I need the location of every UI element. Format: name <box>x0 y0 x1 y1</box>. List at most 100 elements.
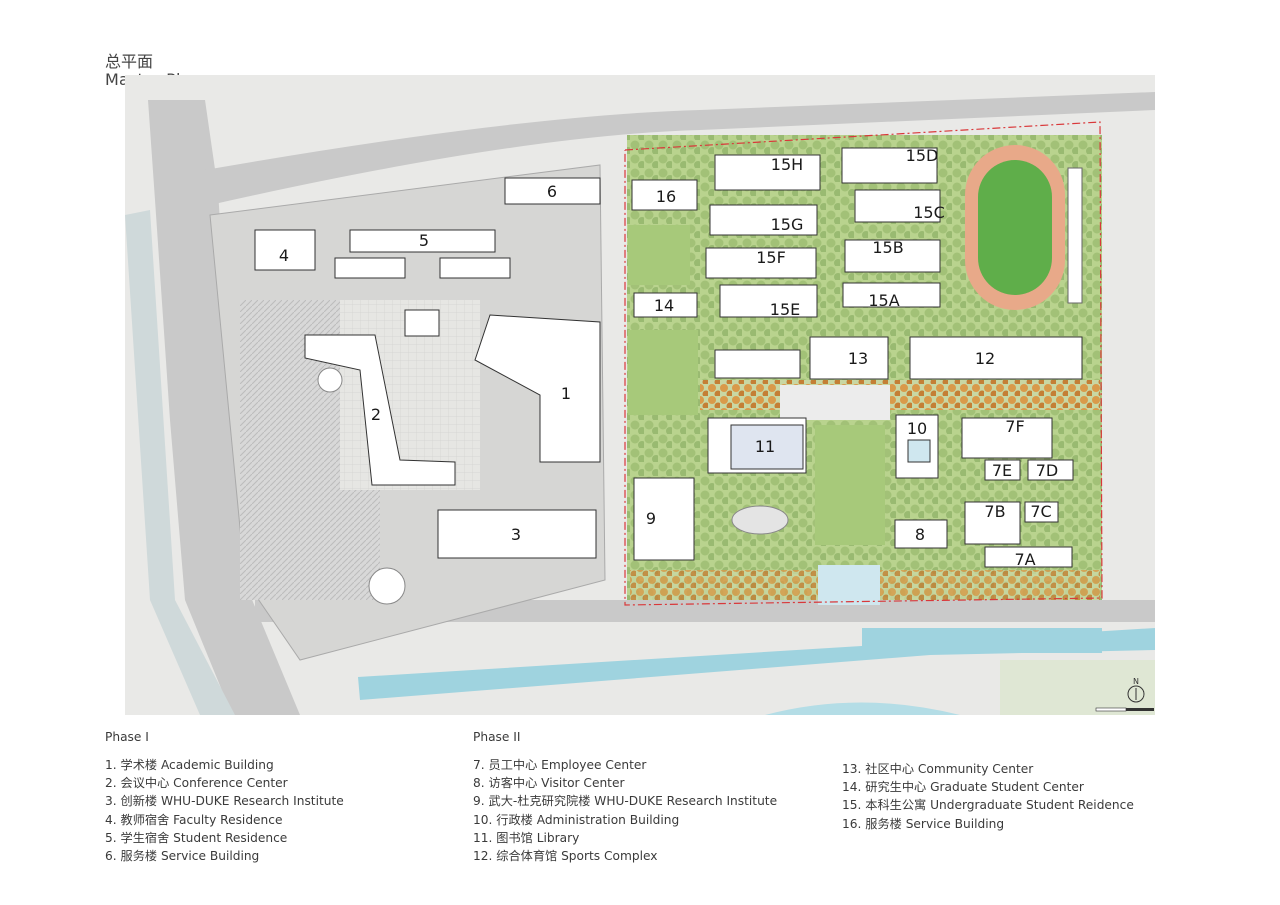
central-lawn <box>815 425 885 545</box>
legend-item: 9. 武大-杜克研究院楼 WHU-DUKE Research Institute <box>473 794 778 809</box>
legend-item: 6. 服务楼 Service Building <box>105 848 260 863</box>
legend-item: 11. 图书馆 Library <box>473 830 580 845</box>
legend-item: 8. 访客中心 Visitor Center <box>473 776 625 791</box>
building-5[interactable] <box>349 229 496 253</box>
pond <box>765 702 960 715</box>
building-15a[interactable] <box>842 282 941 308</box>
west-channel <box>125 210 235 715</box>
building-15c[interactable] <box>854 189 941 223</box>
scale-bar-icon <box>1095 707 1154 712</box>
central-plaza <box>780 385 890 420</box>
label-building-2: 2 <box>371 405 381 424</box>
building-2[interactable] <box>304 334 456 486</box>
building-15b[interactable] <box>844 239 941 273</box>
building-7d[interactable] <box>1027 459 1074 481</box>
label-building-15c: 15C <box>913 203 945 222</box>
building-14[interactable] <box>633 292 698 318</box>
football-field <box>978 160 1052 295</box>
label-building-4: 4 <box>279 246 289 265</box>
building-4[interactable] <box>254 229 316 271</box>
legend-item: 2. 会议中心 Conference Center <box>105 776 288 791</box>
legend-item: 15. 本科生公寓 Undergraduate Student Reidence <box>842 798 1134 813</box>
label-building-15g: 15G <box>771 215 804 234</box>
grandstand <box>1067 167 1083 304</box>
building-1[interactable] <box>474 314 601 463</box>
southeast-green <box>1000 660 1155 715</box>
legend-phase2: Phase II 7. 员工中心 Employee Center 8. 访客中心… <box>473 730 777 865</box>
label-building-12: 12 <box>975 349 995 368</box>
legend-phase1: Phase I 1. 学术楼 Academic Building 2. 会议中心… <box>105 730 344 865</box>
label-building-15h: 15H <box>771 155 803 174</box>
roundabout <box>368 567 406 605</box>
small-roundabout <box>317 367 343 393</box>
entrance-plaza <box>818 565 880 605</box>
legend-item: 4. 教师宿舍 Faculty Residence <box>105 812 283 827</box>
label-building-5: 5 <box>419 231 429 250</box>
north-road <box>205 92 1155 205</box>
building-5-wing-a <box>334 257 406 279</box>
label-building-11: 11 <box>755 437 775 456</box>
building-6[interactable] <box>504 177 601 205</box>
building-12[interactable] <box>909 336 1083 380</box>
building-7b[interactable] <box>964 501 1021 545</box>
legend-item: 12. 综合体育馆 Sports Complex <box>473 848 658 863</box>
oval-feature <box>731 505 789 535</box>
label-building-14: 14 <box>654 296 674 315</box>
legend-item: 16. 服务楼 Service Building <box>842 816 1005 831</box>
lawn-west <box>628 330 698 415</box>
building-13[interactable] <box>809 336 889 380</box>
label-building-15e: 15E <box>770 300 800 319</box>
building-3[interactable] <box>437 509 597 559</box>
building-15e[interactable] <box>719 284 818 318</box>
building-15f[interactable] <box>705 247 817 279</box>
label-building-3: 3 <box>511 525 521 544</box>
library-atrium <box>730 424 804 470</box>
building-7a[interactable] <box>984 546 1073 568</box>
legend-item: 7. 员工中心 Employee Center <box>473 758 647 772</box>
admin-courtyard <box>907 439 931 463</box>
building-15g[interactable] <box>709 204 818 236</box>
label-building-7d: 7D <box>1036 461 1059 480</box>
label-building-7b: 7B <box>984 502 1005 521</box>
building-9[interactable] <box>633 477 695 561</box>
label-building-15f: 15F <box>756 248 786 267</box>
label-building-15d: 15D <box>906 146 939 165</box>
legend-item: 13. 社区中心 Community Center <box>842 762 1034 776</box>
label-building-7f: 7F <box>1005 417 1024 436</box>
building-5-wing-b <box>439 257 511 279</box>
title-chinese: 总平面 <box>105 52 154 71</box>
legend-item: 14. 研究生中心 Graduate Student Center <box>842 780 1084 795</box>
legend-phase2-title: Phase II <box>473 730 521 744</box>
building-16[interactable] <box>631 179 698 211</box>
building-8[interactable] <box>894 519 948 549</box>
building-15h[interactable] <box>714 154 821 191</box>
label-building-15a: 15A <box>868 291 899 310</box>
autumn-tree-row <box>700 380 1100 410</box>
building-13-wing <box>714 349 801 379</box>
label-building-7c: 7C <box>1030 502 1051 521</box>
legend-item: 3. 创新楼 WHU-DUKE Research Institute <box>105 794 344 809</box>
legend-phase1-title: Phase I <box>105 730 149 744</box>
label-building-16: 16 <box>656 187 676 206</box>
legend-item: 5. 学生宿舍 Student Residence <box>105 830 288 845</box>
label-building-1: 1 <box>561 384 571 403</box>
building-15d[interactable] <box>841 147 938 184</box>
building-7c[interactable] <box>1024 501 1059 523</box>
label-building-9: 9 <box>646 509 656 528</box>
label-building-10: 10 <box>907 419 927 438</box>
building-7e[interactable] <box>984 459 1021 481</box>
building-7f[interactable] <box>961 417 1053 459</box>
legend-item: 1. 学术楼 Academic Building <box>105 758 274 772</box>
north-arrow-icon: N <box>1127 677 1145 703</box>
canal-segment <box>862 628 1102 653</box>
legend-phase2-continued: 13. 社区中心 Community Center 14. 研究生中心 Grad… <box>842 760 1134 833</box>
label-building-15b: 15B <box>872 238 903 257</box>
west-road <box>148 100 300 715</box>
project-boundary <box>624 121 1103 606</box>
north-label: N <box>1133 677 1139 686</box>
lawn-northwest <box>628 225 690 285</box>
label-building-7e: 7E <box>992 461 1012 480</box>
pavilion <box>404 309 440 337</box>
label-building-13: 13 <box>848 349 868 368</box>
